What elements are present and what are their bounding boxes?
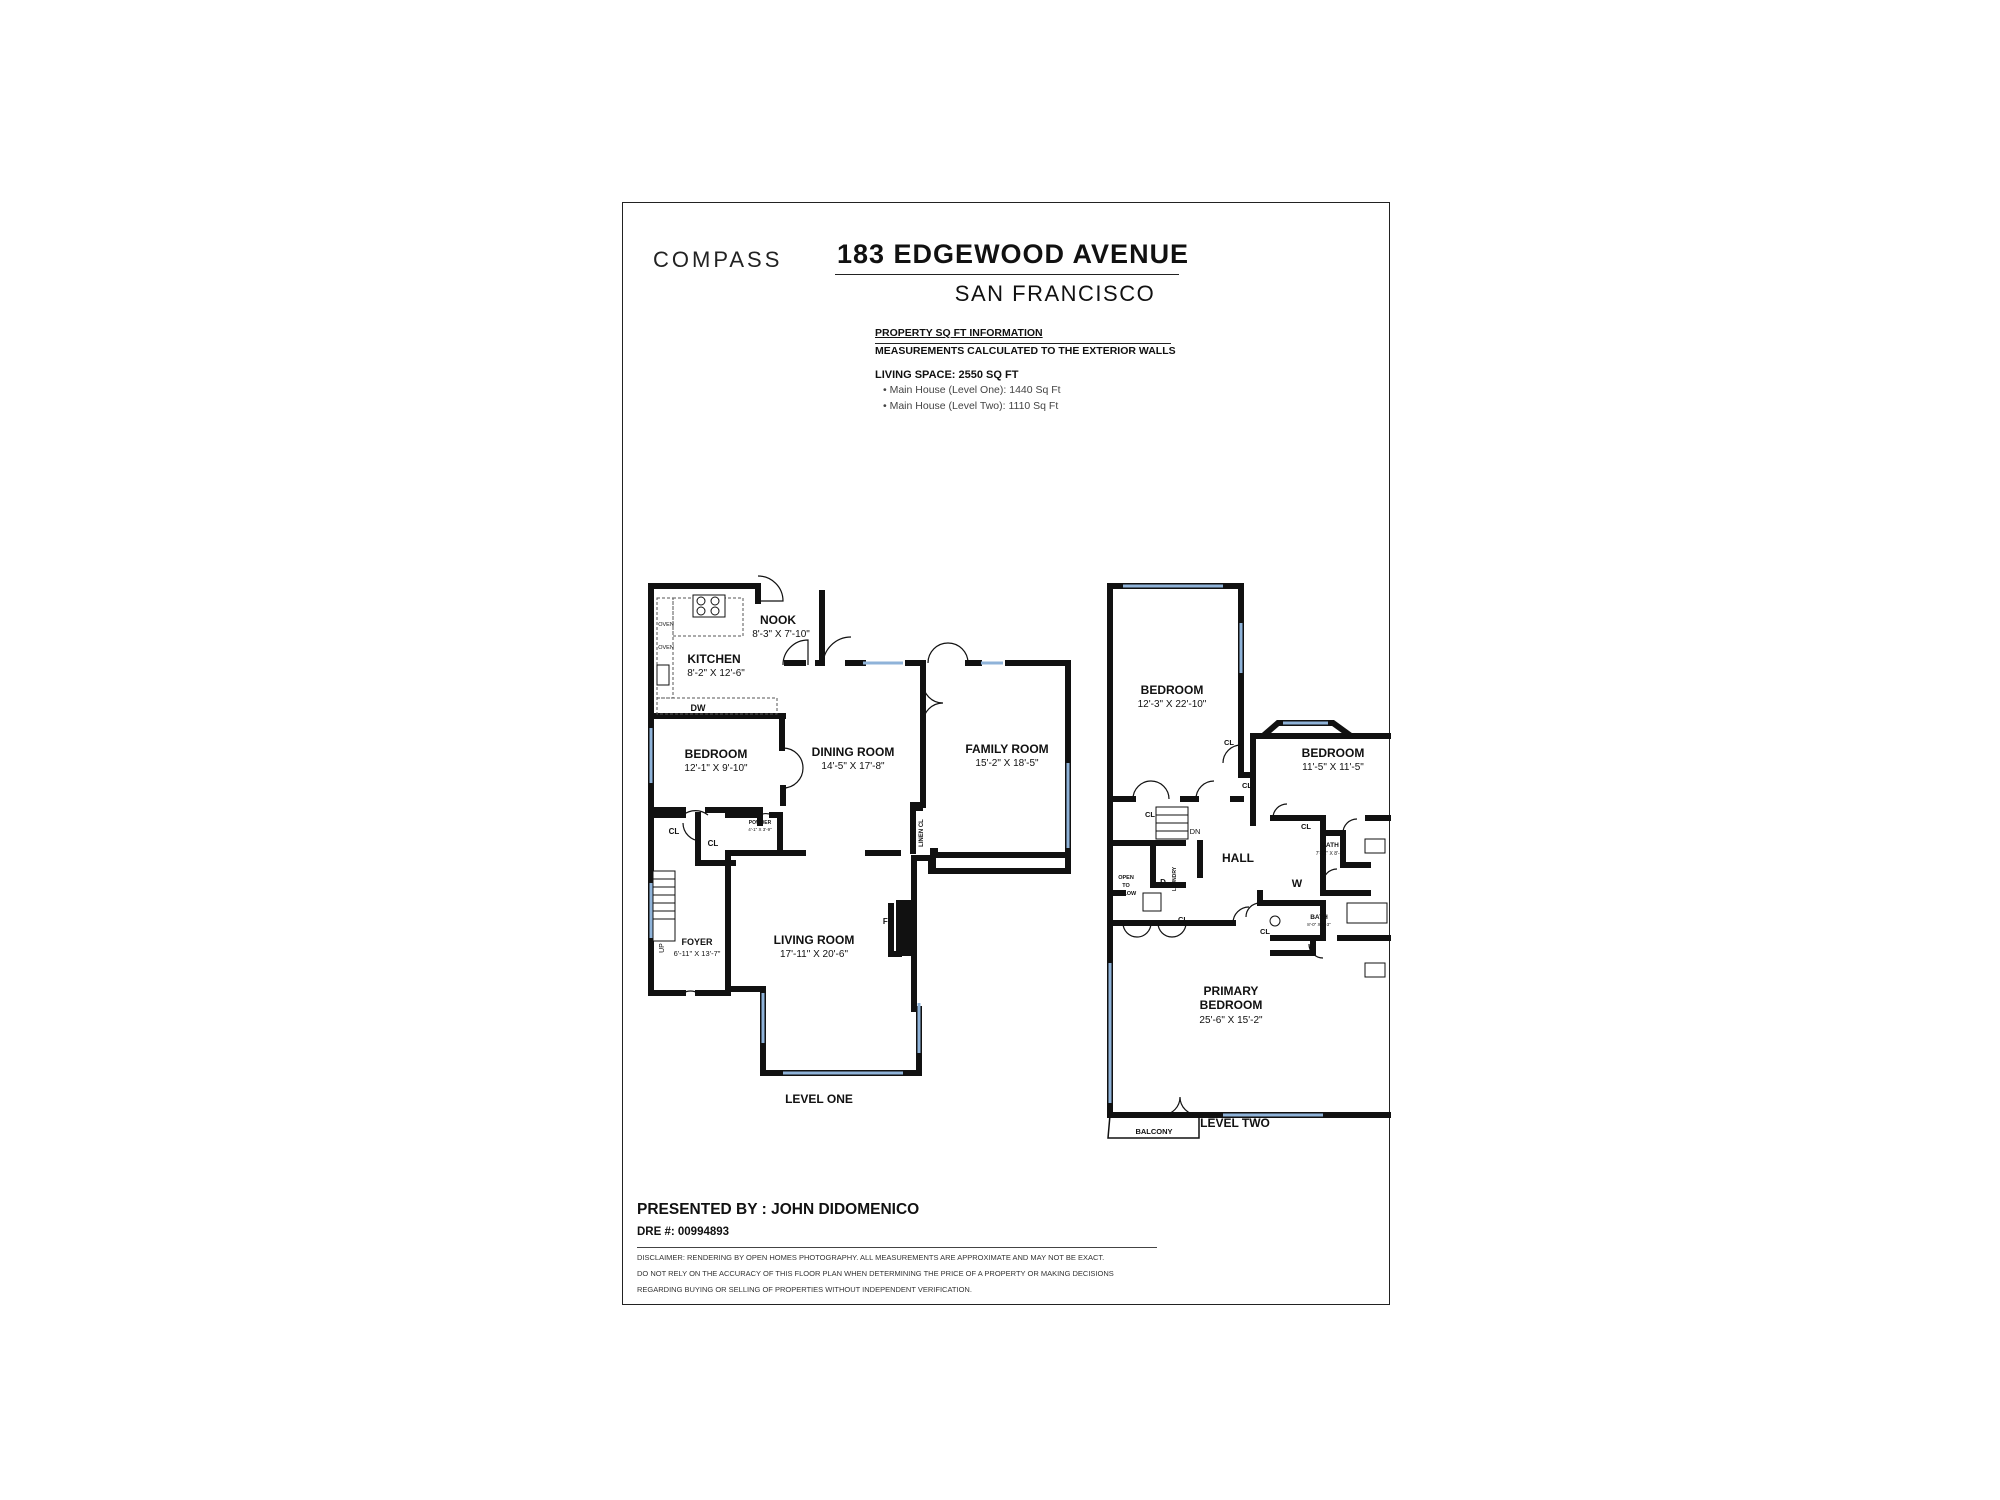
room-name-bedroom-l2a: BEDROOM	[1141, 683, 1204, 697]
level-two-sqft: • Main House (Level Two): 1110 Sq Ft	[883, 400, 1059, 412]
label-bath-2: BATH	[1310, 914, 1328, 921]
living-space-total: LIVING SPACE: 2550 SQ FT	[875, 369, 1019, 381]
sqft-info-note: MEASUREMENTS CALCULATED TO THE EXTERIOR …	[875, 345, 1176, 357]
room-name-primary-1: PRIMARY	[1204, 984, 1259, 998]
label-cl-l2-5: CL	[1178, 915, 1188, 924]
level-one-labels: NOOK 8'-3" X 7'-10" KITCHEN 8'-2" X 12'-…	[658, 613, 1048, 1106]
room-dims-nook: 8'-3" X 7'-10"	[752, 629, 810, 640]
property-city: SAN FRANCISCO	[954, 281, 1156, 306]
label-bath-1: BATH	[1321, 842, 1339, 849]
sqft-info-rule	[875, 343, 1171, 344]
room-dims-primary: 25'-6" X 15'-2"	[1199, 1015, 1263, 1026]
label-oven-1: OVEN	[658, 622, 674, 628]
label-open-2: TO	[1122, 883, 1130, 889]
room-name-kitchen: KITCHEN	[687, 652, 740, 666]
room-dims-foyer: 6'-11" X 13'-7"	[674, 949, 721, 958]
brand-logo: COMPASS	[653, 247, 783, 272]
label-washer: W	[1292, 878, 1303, 890]
room-name-bedroom-l1: BEDROOM	[685, 747, 748, 761]
label-cl-l2-1: CL	[1145, 810, 1155, 819]
label-laundry: LAUNDRY	[1172, 866, 1178, 891]
label-dw: DW	[691, 703, 706, 713]
disclaimer-line-3: REGARDING BUYING OR SELLING OF PROPERTIE…	[637, 1285, 972, 1294]
disclaimer-line-2: DO NOT RELY ON THE ACCURACY OF THIS FLOO…	[637, 1269, 1114, 1278]
room-dims-bedroom-l2a: 12'-3" X 22'-10"	[1138, 699, 1207, 710]
label-cl-l2-4: CL	[1301, 822, 1311, 831]
room-dims-family: 15'-2" X 18'-5"	[975, 758, 1039, 769]
label-dryer: D	[1160, 878, 1166, 887]
room-name-foyer: FOYER	[681, 937, 713, 947]
sqft-info-title: PROPERTY SQ FT INFORMATION	[875, 327, 1043, 339]
room-dims-bedroom-l2b: 11'-5" X 11'-5"	[1302, 762, 1364, 773]
room-name-living: LIVING ROOM	[774, 933, 855, 947]
disclaimer-rule	[637, 1247, 1157, 1248]
room-dims-dining: 14'-5" X 17'-8"	[821, 761, 885, 772]
label-dn: DN	[1190, 827, 1201, 836]
level-one-doors	[682, 575, 969, 994]
label-linen-cl: LINEN CL	[919, 819, 925, 847]
room-name-nook: NOOK	[760, 613, 796, 627]
level-two-stairs	[1155, 806, 1189, 840]
dre-number: DRE #: 00994893	[637, 1226, 730, 1238]
level-two-label: LEVEL TWO	[1200, 1116, 1270, 1130]
label-cl-l2-2: CL	[1224, 738, 1234, 747]
label-cl-l2-6: CL	[1260, 927, 1270, 936]
level-one-stairs	[652, 870, 676, 942]
room-name-dining: DINING ROOM	[812, 745, 895, 759]
room-name-hall: HALL	[1222, 851, 1254, 865]
kitchen-sink	[656, 664, 670, 686]
floor-plan-sheet: COMPASS 183 EDGEWOOD AVENUE SAN FRANCISC…	[622, 202, 1391, 1305]
room-name-family: FAMILY ROOM	[965, 742, 1048, 756]
label-powder: POWDER	[749, 820, 772, 826]
label-up: UP	[659, 943, 666, 953]
floor-plan-drawing: NOOK 8'-3" X 7'-10" KITCHEN 8'-2" X 12'-…	[648, 575, 1391, 1139]
room-name-bedroom-l2b: BEDROOM	[1302, 746, 1365, 760]
level-two-doors	[1122, 744, 1358, 1116]
address-underline	[835, 274, 1179, 275]
kitchen-stove	[692, 594, 726, 618]
level-one-windows	[649, 661, 1070, 1075]
balcony-rail	[1107, 1114, 1200, 1139]
label-bath-1-dims: 7'-11" X 8'-1"	[1316, 851, 1345, 857]
label-oven-2: OVEN	[658, 645, 674, 651]
level-two-labels: BEDROOM 12'-3" X 22'-10" BEDROOM 11'-5" …	[1116, 683, 1365, 1136]
label-open-3: BELOW	[1116, 891, 1137, 897]
level-two-windows	[1108, 584, 1328, 1117]
room-dims-bedroom-l1: 12'-1" X 9'-10"	[684, 763, 748, 774]
label-cl-foyer: CL	[708, 839, 719, 848]
property-address: 183 EDGEWOOD AVENUE	[837, 239, 1190, 269]
label-bath-2-dims: 8'-0" X 5'-3"	[1307, 922, 1331, 927]
label-balcony: BALCONY	[1135, 1127, 1172, 1136]
disclaimer-line-1: DISCLAIMER: RENDERING BY OPEN HOMES PHOT…	[637, 1253, 1105, 1262]
level-one-sqft: • Main House (Level One): 1440 Sq Ft	[883, 384, 1061, 396]
level-one-label: LEVEL ONE	[785, 1092, 853, 1106]
label-open-1: OPEN	[1118, 875, 1134, 881]
room-dims-living: 17'-11" X 20'-6"	[780, 949, 848, 960]
label-powder-dims: 4'-1" X 3'-9"	[748, 827, 772, 832]
label-fp: FP	[883, 917, 894, 926]
label-cl-l2-3: CL	[1242, 781, 1252, 790]
bath-fixtures	[1142, 838, 1388, 978]
room-name-primary-2: BEDROOM	[1200, 998, 1263, 1012]
room-dims-kitchen: 8'-2" X 12'-6"	[687, 668, 745, 679]
label-cl-bedroom: CL	[669, 827, 680, 836]
presented-by: PRESENTED BY : JOHN DIDOMENICO	[637, 1201, 920, 1218]
